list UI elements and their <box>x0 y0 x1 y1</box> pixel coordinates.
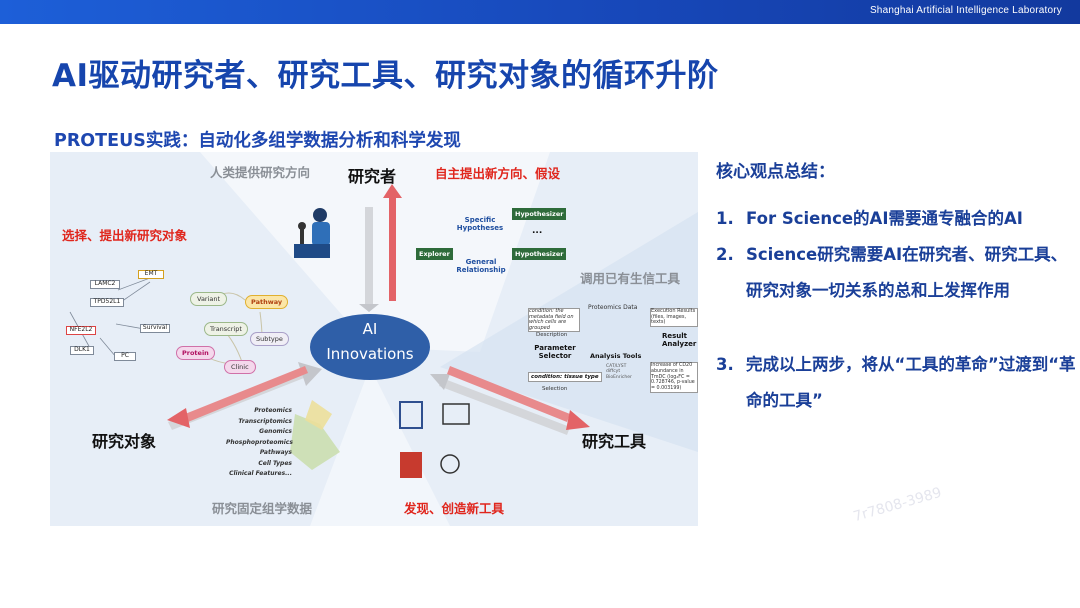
tools-analysis-tools: Analysis Tools <box>590 352 642 360</box>
point-number: 1. <box>716 209 734 228</box>
right-red-arrow-shaft <box>447 366 570 422</box>
gene-box: DLK1 <box>70 346 94 355</box>
right-red-arrow-head <box>566 410 590 430</box>
tools-proteomics-data: Proteomics Data <box>588 304 638 311</box>
right-grey-arrow-head <box>430 374 450 390</box>
header-bar: Shanghai Artificial Intelligence Laborat… <box>0 0 1080 24</box>
node-tools: 研究工具 <box>582 432 647 451</box>
label-general-relationship: General Relationship <box>456 258 506 274</box>
omics-item: Genomics <box>259 428 292 435</box>
summary-point-2: 2. Science研究需要AI在研究者、研究工具、研究对象一切关系的总和上发挥… <box>716 237 1076 309</box>
label-specific-hypotheses: Specific Hypotheses <box>456 216 504 232</box>
tools-condition-note: condition: the metadata field on which c… <box>528 308 580 332</box>
tools-result-analyzer: Result Analyzer <box>662 332 697 349</box>
up-arrow-head <box>383 184 402 198</box>
center-ellipse <box>310 314 430 380</box>
tools-cat-list: CAT/LYST diffcyt BioEnricher <box>606 364 632 380</box>
tools-selection: Selection <box>542 386 568 392</box>
center-line-1: AI <box>362 320 378 338</box>
omics-item: Clinical Features... <box>229 470 292 477</box>
kg-node: Transcript <box>204 322 248 336</box>
label-fixed-data: 研究固定组学数据 <box>212 501 313 516</box>
researcher-illustration <box>294 208 330 258</box>
gene-box: PC <box>114 352 136 361</box>
tools-condition-tissue: condition: tissue type <box>528 372 602 382</box>
network-cluster-graphic <box>290 400 340 470</box>
kg-node: Clinic <box>224 360 256 374</box>
label-select-objects: 选择、提出新研究对象 <box>62 228 188 243</box>
top-wedge <box>200 152 550 352</box>
kg-node: Pathway <box>245 295 289 309</box>
node-researcher: 研究者 <box>348 167 397 186</box>
tool-icons <box>399 401 470 478</box>
hypothesis-ellipsis: ... <box>532 226 543 236</box>
left-red-arrow-head <box>167 408 190 428</box>
bottom-wedge <box>310 367 450 526</box>
gene-box: Survival <box>140 324 170 333</box>
kg-node: Subtype <box>250 332 289 346</box>
tools-param-selector: Parameter Selector <box>534 344 576 361</box>
gene-box: LAMC2 <box>90 280 120 289</box>
point-number: 3. <box>716 355 734 374</box>
kg-node: Protein <box>176 346 215 360</box>
summary-point-3: 3. 完成以上两步，将从“工具的革命”过渡到“革命的工具” <box>716 347 1076 419</box>
summary-point-1: 1. For Science的AI需要通专融合的AI <box>716 201 1076 237</box>
label-auto-hypothesis: 自主提出新方向、假设 <box>435 166 561 181</box>
omics-item: Proteomics <box>254 407 292 414</box>
gene-box: NFE2L2 <box>66 326 96 335</box>
point-text: Science研究需要AI在研究者、研究工具、研究对象一切关系的总和上发挥作用 <box>746 245 1068 300</box>
down-arrow-shaft <box>365 207 373 307</box>
omics-item: Transcriptomics <box>238 417 292 425</box>
up-arrow-shaft <box>389 197 396 301</box>
slide-title: AI驱动研究者、研究工具、研究对象的循环升阶 <box>52 58 719 94</box>
point-text: 完成以上两步，将从“工具的革命”过渡到“革命的工具” <box>746 355 1076 410</box>
proteus-diagram: 人类提供研究方向 研究者 自主提出新方向、假设 Specific Hypothe… <box>50 152 698 526</box>
lab-name: Shanghai Artificial Intelligence Laborat… <box>869 5 1062 16</box>
hypothesizer-box-2: Hypothesizer <box>512 248 567 260</box>
tools-result-text: Increase of CD20 abundance in TmDC (log₂… <box>650 362 698 393</box>
diagram-graphics <box>69 152 698 526</box>
omics-item: Cell Types <box>258 459 292 467</box>
hypothesizer-box-1: Hypothesizer <box>512 208 567 220</box>
omics-item: Pathways <box>259 449 292 456</box>
label-call-tools: 调用已有生信工具 <box>580 271 681 286</box>
point-text: For Science的AI需要通专融合的AI <box>746 209 1023 228</box>
left-red-arrow-shaft <box>185 366 308 422</box>
label-create-tools: 发现、创造新工具 <box>404 501 505 516</box>
slide-subtitle: PROTEUS实践：自动化多组学数据分析和科学发现 <box>54 131 461 151</box>
point-number: 2. <box>716 245 734 264</box>
center-line-2: Innovations <box>326 345 414 363</box>
tools-description: Description <box>536 332 568 338</box>
kg-node: Variant <box>190 292 228 306</box>
right-wedge <box>440 212 698 452</box>
node-objects: 研究对象 <box>92 432 157 451</box>
right-grey-arrow-shaft <box>439 378 570 435</box>
label-human-direction: 人类提供研究方向 <box>210 165 311 180</box>
omics-item: Phosphoproteomics <box>226 438 293 446</box>
down-arrow-head <box>359 304 379 312</box>
explorer-box: Explorer <box>416 248 453 260</box>
tools-exec-results: Execution Results (files, images, texts) <box>650 308 698 327</box>
gene-box: EMT <box>138 270 164 279</box>
omics-list: Proteomics Transcriptomics Genomics Phos… <box>226 406 293 480</box>
watermark: 7r7808-3989 <box>851 484 944 526</box>
gene-box: TPD52L1 <box>90 298 124 307</box>
summary-heading: 核心观点总结： <box>716 162 835 182</box>
